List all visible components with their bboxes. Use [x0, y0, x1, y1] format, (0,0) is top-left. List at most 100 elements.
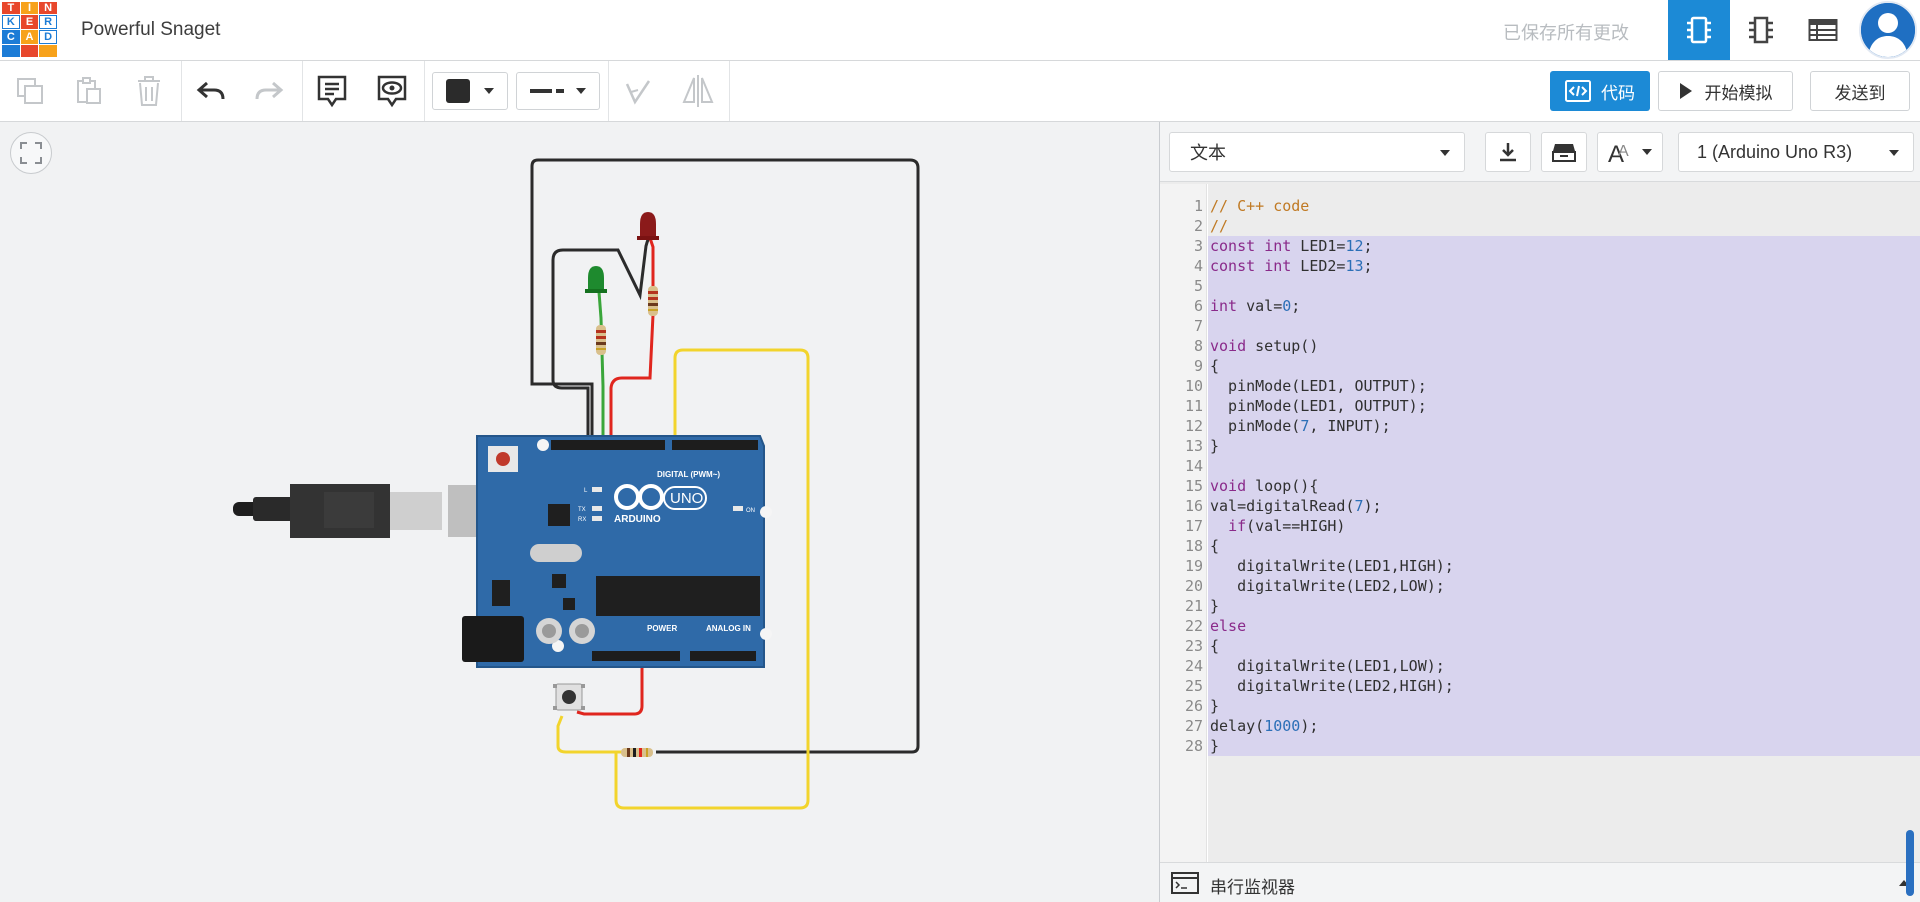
- project-title[interactable]: Powerful Snaget: [81, 19, 221, 40]
- code-line: {: [1208, 636, 1920, 656]
- line-number: 14: [1184, 457, 1203, 475]
- toolbar-divider: [181, 61, 182, 121]
- resistor-pulldown[interactable]: [621, 748, 653, 757]
- line-number: 10: [1184, 377, 1203, 395]
- code-line: [1208, 316, 1920, 336]
- logo-block: [20, 45, 39, 57]
- line-number: 23: [1184, 637, 1203, 655]
- start-simulation-button[interactable]: 开始模拟: [1658, 71, 1793, 111]
- notes-button[interactable]: [314, 72, 350, 110]
- chevron-down-icon: [1642, 149, 1652, 155]
- toolbar-divider: [608, 61, 609, 121]
- notes-visibility-button[interactable]: [374, 72, 410, 110]
- fit-view-button[interactable]: [10, 132, 52, 174]
- resistor-green-led[interactable]: [596, 325, 606, 355]
- push-button[interactable]: [553, 683, 585, 711]
- flip-button[interactable]: [680, 72, 716, 110]
- line-number: 26: [1184, 697, 1203, 715]
- undo-icon: [196, 81, 225, 100]
- board-model-text: UNO: [670, 490, 703, 507]
- code-button[interactable]: 代码: [1550, 71, 1650, 111]
- device-dropdown[interactable]: 1 (Arduino Uno R3): [1678, 132, 1914, 172]
- caret-down-icon: [1440, 150, 1450, 156]
- digital-label: DIGITAL (PWM~): [657, 470, 720, 479]
- libraries-button[interactable]: [1541, 132, 1587, 172]
- red-wire-power: [576, 658, 644, 716]
- user-avatar[interactable]: [1859, 1, 1917, 59]
- chevron-down-icon: [576, 88, 586, 94]
- code-line: void loop(){: [1208, 476, 1920, 496]
- on-label: ON: [746, 508, 755, 514]
- color-picker-dropdown[interactable]: [432, 72, 508, 110]
- chip-icon: [1687, 16, 1711, 44]
- circuit-view-button[interactable]: [1668, 0, 1730, 60]
- line-number: 28: [1184, 737, 1203, 755]
- code-text-area[interactable]: // C++ code//const int LED1=12;const int…: [1208, 184, 1920, 862]
- resistor-red-led[interactable]: [648, 286, 658, 316]
- circuit-canvas[interactable]: ARDUINO UNO DIGITAL (PWM~) POWER ANALOG …: [0, 122, 1159, 902]
- send-to-label: 发送到: [1834, 83, 1886, 103]
- line-number: 13: [1184, 437, 1203, 455]
- logo-letter: A: [20, 30, 39, 44]
- chevron-down-icon: [484, 88, 494, 94]
- fullscreen-icon: [20, 142, 42, 164]
- serial-monitor-bar[interactable]: 串行监视器: [1160, 862, 1920, 902]
- line-number: 25: [1184, 677, 1203, 695]
- code-mode-dropdown[interactable]: 文本: [1169, 132, 1465, 172]
- led-green[interactable]: [585, 266, 607, 293]
- code-line: else: [1208, 616, 1920, 636]
- code-line: {: [1208, 536, 1920, 556]
- paste-button[interactable]: [71, 72, 107, 110]
- caret-down-icon: [1889, 150, 1899, 156]
- rotate-button[interactable]: [620, 72, 656, 110]
- tinkercad-logo[interactable]: T I N K E R C A D: [2, 2, 57, 57]
- line-number: 11: [1184, 397, 1203, 415]
- component-list-button[interactable]: [1792, 0, 1854, 60]
- send-to-button[interactable]: 发送到: [1810, 71, 1910, 111]
- led-red[interactable]: [637, 212, 659, 240]
- logo-letter: K: [2, 15, 20, 29]
- copy-button[interactable]: [12, 72, 48, 110]
- delete-button[interactable]: [131, 72, 167, 110]
- redo-button[interactable]: [251, 72, 287, 110]
- device-value: 1 (Arduino Uno R3): [1697, 141, 1853, 162]
- rx-label: RX: [578, 517, 586, 523]
- user-icon: [1861, 3, 1915, 57]
- svg-text:A: A: [1608, 141, 1624, 164]
- wire-style-dropdown[interactable]: [516, 72, 600, 110]
- line-number: 4: [1193, 257, 1203, 275]
- code-line: digitalWrite(LED2,HIGH);: [1208, 676, 1920, 696]
- schematic-icon: [1749, 16, 1773, 44]
- logo-letter: T: [2, 2, 20, 14]
- line-number: 2: [1193, 217, 1203, 235]
- code-line: pinMode(LED1, OUTPUT);: [1208, 396, 1920, 416]
- code-line: delay(1000);: [1208, 716, 1920, 736]
- schematic-view-button[interactable]: [1730, 0, 1792, 60]
- undo-button[interactable]: [193, 72, 229, 110]
- code-line: int val=0;: [1208, 296, 1920, 316]
- eye-note-icon: [377, 75, 407, 108]
- download-code-button[interactable]: [1485, 132, 1531, 172]
- line-number: 1: [1193, 197, 1203, 215]
- black-wire-long: [530, 158, 920, 754]
- code-mode-value: 文本: [1190, 143, 1226, 163]
- code-line: pinMode(LED1, OUTPUT);: [1208, 376, 1920, 396]
- arduino-uno-board[interactable]: [462, 435, 772, 668]
- logo-letter: E: [20, 15, 39, 29]
- line-number: 17: [1184, 517, 1203, 535]
- copy-icon: [17, 78, 43, 104]
- scrollbar-thumb[interactable]: [1906, 830, 1914, 896]
- code-line: }: [1208, 736, 1920, 756]
- line-number: 16: [1184, 497, 1203, 515]
- line-number: 18: [1184, 537, 1203, 555]
- line-number: 7: [1193, 317, 1203, 335]
- logo-letter: R: [39, 15, 57, 29]
- green-wire: [597, 291, 605, 436]
- code-line: // C++ code: [1210, 197, 1310, 215]
- toolbar-divider: [302, 61, 303, 121]
- code-line: }: [1208, 696, 1920, 716]
